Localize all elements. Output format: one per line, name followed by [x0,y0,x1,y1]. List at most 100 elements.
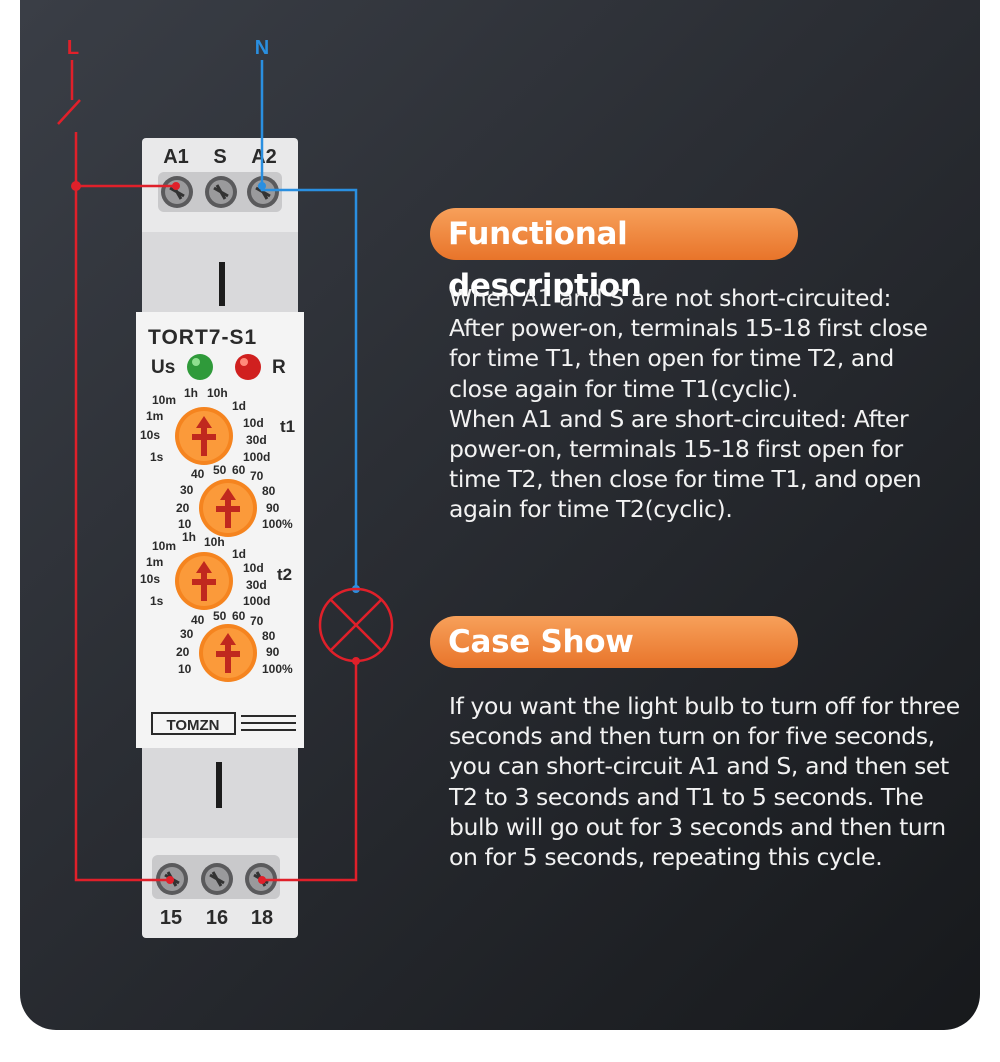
terminal-label-s: S [213,146,226,168]
t1-range-label: 1h [184,386,198,400]
switch-icon [57,99,81,125]
led-relay-label: R [272,357,286,378]
text-line: close again for time T1(cyclic). [449,374,798,403]
line-wire-to-15 [74,132,170,882]
t1-range-label: 100d [243,450,270,464]
line-label: L [67,37,79,59]
t1-range-label: 30d [246,433,267,447]
t2-percent-knob[interactable] [199,624,257,682]
load-wire-18 [262,660,358,882]
text-line: you can short-circuit A1 and S, and then… [449,752,949,781]
text-line: After power-on, terminals 15-18 first cl… [449,314,928,343]
screw-icon [161,176,193,208]
t2-pct-label: 30 [180,627,194,641]
screw-icon [201,863,233,895]
junction-dot [258,876,266,884]
t2-pct-label: 20 [176,645,190,659]
t1-range-label: 10h [207,386,228,400]
t1-range-label: 1s [150,450,164,464]
case-show-text: If you want the light bulb to turn off f… [449,691,960,872]
text-line: time T2, then close for time T1, and ope… [449,465,922,494]
t2-range-label: 10d [243,561,264,575]
t2-pct-label: 50 [213,609,227,623]
t2-range-label: 1m [146,555,163,569]
t1-range-label: 10m [152,393,176,407]
text-line: bulb will go out for 3 seconds and then … [449,812,946,841]
t2-range-label: 10m [152,539,176,553]
text-line: When A1 and S are not short-circuited: [449,284,892,312]
t1-percent-knob[interactable] [199,479,257,537]
junction-dot [71,181,81,191]
brand-logo: TOMZN [166,717,219,734]
relay-device: A1 S A2 15 16 18 TORT7-S1 Us R 10m 1m 10… [136,138,304,938]
neutral-label: N [255,37,269,59]
t2-range-label: 30d [246,578,267,592]
text-line: If you want the light bulb to turn off f… [449,692,960,720]
t1-range-label: 1d [232,399,246,413]
t1-pct-label: 20 [176,501,190,515]
upper-slot [219,262,225,306]
t1-pct-label: 100% [262,517,293,531]
t2-pct-label: 70 [250,614,264,628]
t1-range-knob[interactable] [175,407,233,465]
t2-pct-label: 60 [232,609,246,623]
screw-icon [247,176,279,208]
t1-range-label: 1m [146,409,163,423]
wires [57,60,358,882]
t2-label: t2 [277,565,292,584]
t1-pct-label: 40 [191,467,205,481]
t2-range-label: 10h [204,535,225,549]
terminal-label-16: 16 [206,907,228,929]
t1-pct-label: 60 [232,463,246,477]
t1-label: t1 [280,417,295,436]
terminal-label-a2: A2 [251,146,277,168]
junction-dot [166,876,174,884]
text-line: again for time T2(cyclic). [449,495,733,524]
functional-description-text: When A1 and S are not short-circuited: A… [449,283,928,525]
t2-pct-label: 10 [178,662,192,676]
t2-pct-label: 100% [262,662,293,676]
terminal-label-a1: A1 [163,146,189,168]
text-line: When A1 and S are short-circuited: After [449,404,909,433]
t2-pct-label: 90 [266,645,280,659]
t2-range-knob[interactable] [175,552,233,610]
t1-pct-label: 70 [250,469,264,483]
t1-pct-label: 10 [178,517,192,531]
text-line: seconds and then turn on for five second… [449,722,935,751]
case-show-heading: Case Show [430,616,798,668]
text-line: for time T1, then open for time T2, and [449,344,894,373]
brand-frame [151,712,236,735]
relay-led [235,354,261,380]
t2-range-label: 1h [182,530,196,544]
t1-pct-label: 30 [180,483,194,497]
t1-range-label: 10s [140,428,160,442]
screw-icon [205,176,237,208]
model-label: TORT7-S1 [148,326,257,349]
functional-description-heading: Functional description [430,208,798,304]
power-led [187,354,213,380]
relay-led-highlight [240,358,248,366]
neutral-wire [260,60,358,592]
junction-dot [172,182,180,190]
t1-pct-label: 50 [213,463,227,477]
t2-pct-label: 80 [262,629,276,643]
top-screws [161,176,279,208]
t1-range-label: 10d [243,416,264,430]
brand-stripes [241,715,296,731]
t2-range-label: 10s [140,572,160,586]
led-power-label: Us [151,357,175,378]
power-led-highlight [192,358,200,366]
terminal-label-15: 15 [160,907,182,929]
junction-dot [258,182,266,190]
lower-slot [216,762,222,808]
t1-pct-label: 80 [262,484,276,498]
text-line: T2 to 3 seconds and T1 to 5 seconds. The [449,782,924,811]
t2-pct-label: 40 [191,613,205,627]
text-line: on for 5 seconds, repeating this cycle. [449,843,883,872]
lamp-icon [318,587,394,663]
terminal-label-18: 18 [251,907,273,929]
t2-range-label: 1s [150,594,164,608]
t2-range-label: 100d [243,594,270,608]
t2-range-label: 1d [232,547,246,561]
